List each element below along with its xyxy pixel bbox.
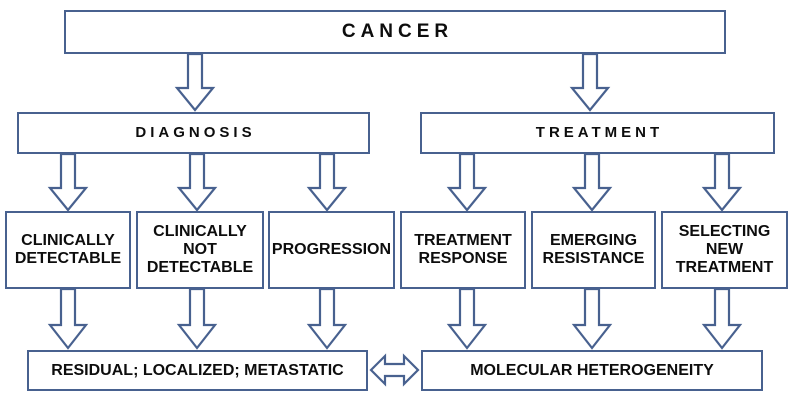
node-progression-label: PROGRESSION (271, 241, 392, 259)
node-residual-localized-metastatic-label: RESIDUAL; LOCALIZED; METASTATIC (51, 361, 344, 379)
node-residual-localized-metastatic[interactable]: RESIDUAL; LOCALIZED; METASTATIC (27, 350, 368, 391)
node-diagnosis-label: DIAGNOSIS (135, 123, 256, 141)
arrow-residual-molecular-bidirectional (369, 353, 420, 387)
node-diagnosis[interactable]: DIAGNOSIS (17, 112, 370, 154)
node-cancer-label: CANCER (341, 21, 454, 43)
arrow-diagnosis-to-clinically-detectable (47, 152, 89, 212)
arrow-cancer-to-treatment (569, 52, 611, 112)
node-clinically-not-detectable-label: CLINICALLY NOT DETECTABLE (146, 223, 254, 276)
node-clinically-detectable-label: CLINICALLY DETECTABLE (14, 232, 122, 267)
node-clinically-detectable[interactable]: CLINICALLY DETECTABLE (5, 211, 131, 289)
arrow-progression-to-residual (306, 287, 348, 350)
arrow-clinically-not-detectable-to-residual (176, 287, 218, 350)
node-treatment[interactable]: TREATMENT (420, 112, 775, 154)
node-selecting-new-treatment-label: SELECTING NEW TREATMENT (675, 223, 774, 276)
arrow-diagnosis-to-progression (306, 152, 348, 212)
arrow-cancer-to-diagnosis (174, 52, 216, 112)
arrow-treatment-to-treatment-response (446, 152, 488, 212)
arrow-treatment-response-to-molecular-heterogeneity (446, 287, 488, 350)
node-treatment-response[interactable]: TREATMENT RESPONSE (400, 211, 526, 289)
node-molecular-heterogeneity-label: MOLECULAR HETEROGENEITY (470, 361, 714, 379)
arrow-selecting-new-treatment-to-molecular-heterogeneity (701, 287, 743, 350)
node-cancer[interactable]: CANCER (64, 10, 726, 54)
node-clinically-not-detectable[interactable]: CLINICALLY NOT DETECTABLE (136, 211, 264, 289)
arrow-diagnosis-to-clinically-not-detectable (176, 152, 218, 212)
node-selecting-new-treatment[interactable]: SELECTING NEW TREATMENT (661, 211, 788, 289)
arrow-treatment-to-selecting-new-treatment (701, 152, 743, 212)
arrow-treatment-to-emerging-resistance (571, 152, 613, 212)
node-progression[interactable]: PROGRESSION (268, 211, 395, 289)
node-emerging-resistance[interactable]: EMERGING RESISTANCE (531, 211, 656, 289)
arrow-clinically-detectable-to-residual (47, 287, 89, 350)
node-emerging-resistance-label: EMERGING RESISTANCE (542, 232, 645, 267)
node-treatment-label: TREATMENT (535, 123, 664, 141)
node-molecular-heterogeneity[interactable]: MOLECULAR HETEROGENEITY (421, 350, 763, 391)
node-treatment-response-label: TREATMENT RESPONSE (414, 232, 512, 267)
arrow-emerging-resistance-to-molecular-heterogeneity (571, 287, 613, 350)
